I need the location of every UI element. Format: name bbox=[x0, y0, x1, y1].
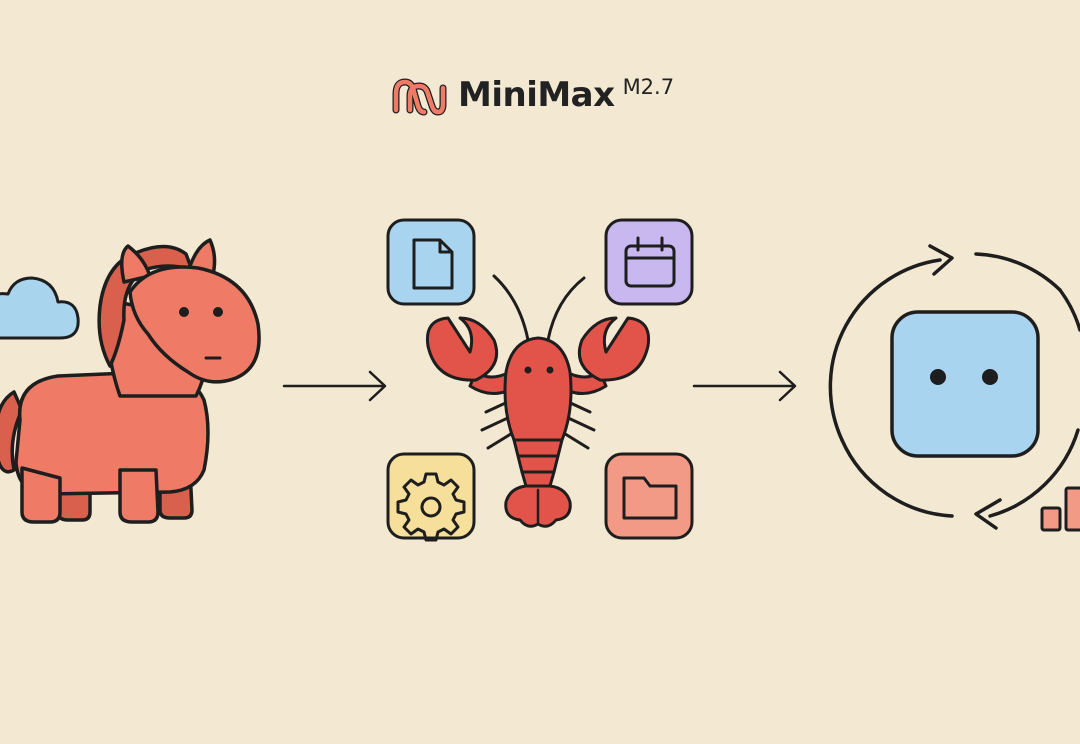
brand-version: M2.7 bbox=[622, 75, 675, 99]
file-tile bbox=[386, 218, 476, 306]
minimax-logo-icon bbox=[392, 78, 447, 116]
arrow-icon bbox=[692, 370, 797, 402]
calendar-tile bbox=[604, 218, 694, 306]
lobster-illustration bbox=[425, 274, 651, 528]
bar-chart-icon bbox=[1040, 486, 1080, 532]
brand-header: MiniMax M2.7 bbox=[390, 70, 674, 120]
agent-face-icon bbox=[890, 310, 1040, 458]
settings-tile bbox=[386, 452, 476, 542]
folder-icon bbox=[622, 476, 678, 520]
horse-illustration bbox=[0, 238, 261, 524]
gear-icon bbox=[396, 472, 466, 542]
calendar-icon bbox=[624, 236, 676, 288]
folder-tile bbox=[604, 452, 694, 540]
cloud-icon bbox=[0, 276, 80, 340]
arrow-icon bbox=[282, 370, 387, 402]
file-icon bbox=[412, 238, 454, 290]
brand-name: MiniMax bbox=[458, 75, 615, 115]
refresh-cycle-icon bbox=[828, 244, 1080, 530]
